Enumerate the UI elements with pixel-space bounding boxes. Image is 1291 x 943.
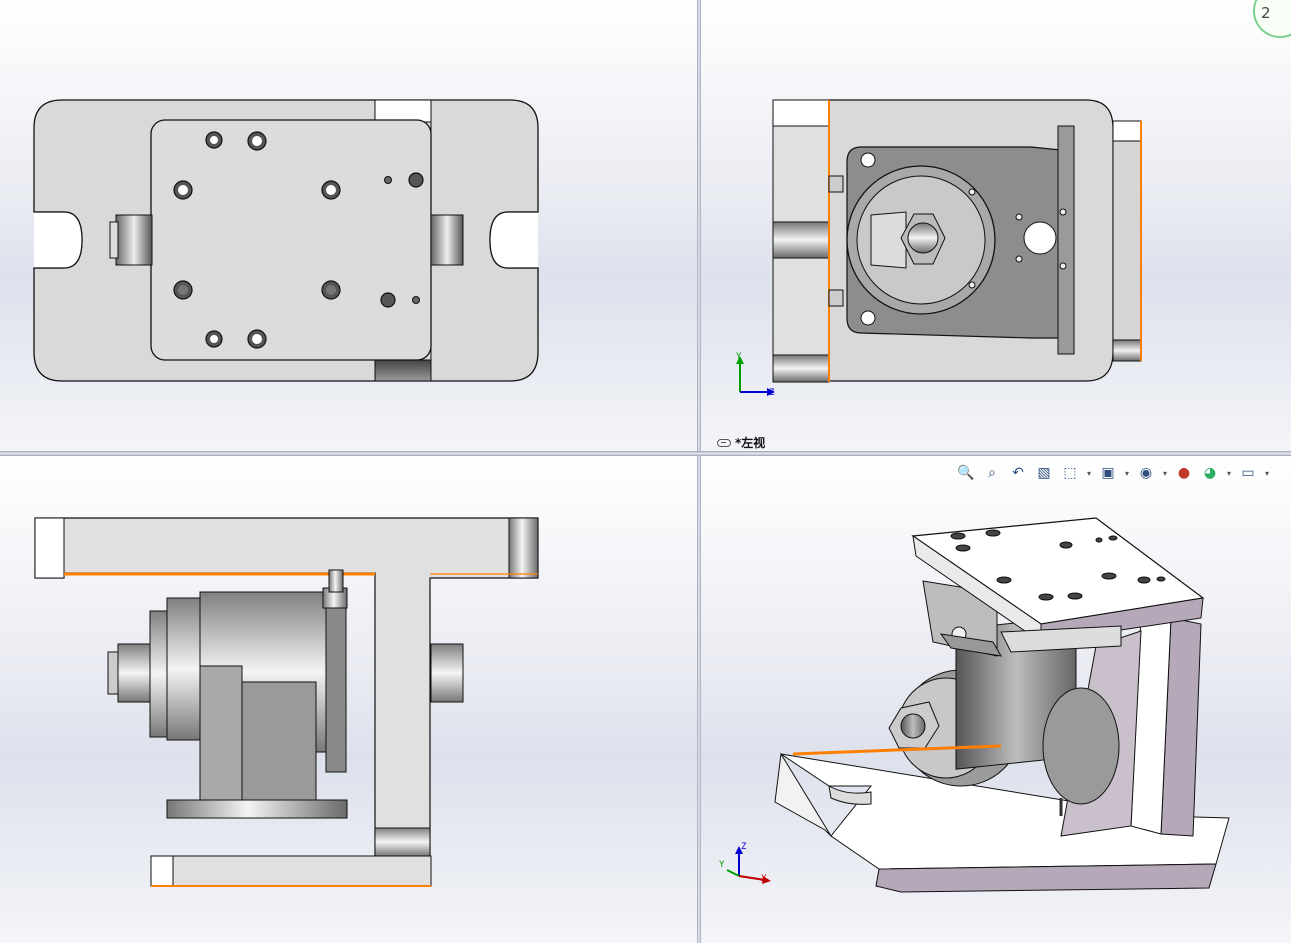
left-view-model xyxy=(772,99,1142,383)
hide-show-dropdown-icon[interactable]: ▾ xyxy=(1162,468,1167,478)
triad-z-label: Z xyxy=(769,388,775,398)
isometric-model xyxy=(774,517,1230,893)
view-orientation-dropdown-icon[interactable]: ▾ xyxy=(1086,468,1091,478)
view-name-text: *左视 xyxy=(735,436,766,450)
top-view-model xyxy=(33,99,539,382)
view-name-label[interactable]: *左视 xyxy=(717,434,765,451)
view-orientation-icon[interactable]: ⬚ xyxy=(1063,465,1077,481)
edit-appearance-icon[interactable]: ● xyxy=(1177,465,1191,481)
viewport-left-view[interactable]: Y Z *左视 2 xyxy=(701,0,1291,451)
viewport-front-view[interactable] xyxy=(0,456,697,943)
triad-iso-y-label: Y xyxy=(719,860,725,870)
apply-scene-icon[interactable]: ◕ xyxy=(1203,465,1217,481)
display-style-dropdown-icon[interactable]: ▾ xyxy=(1124,468,1129,478)
view-settings-icon[interactable]: ▭ xyxy=(1241,465,1255,481)
zoom-to-area-icon[interactable]: ⌕ xyxy=(988,465,996,481)
viewport-isometric-view[interactable]: 🔍 ⌕ ↶ ▧ ⬚ ▾ ▣ ▾ ◉ ▾ ● ◕ ▾ ▭ ▾ xyxy=(701,456,1291,943)
front-view-model xyxy=(34,517,539,887)
coordinate-triad-iso xyxy=(726,846,771,884)
zoom-to-fit-icon[interactable]: 🔍 xyxy=(957,465,975,481)
apply-scene-dropdown-icon[interactable]: ▾ xyxy=(1226,468,1231,478)
triad-iso-x-label: X xyxy=(761,874,767,884)
section-view-icon[interactable]: ▧ xyxy=(1037,465,1051,481)
hide-show-items-icon[interactable]: ◉ xyxy=(1139,465,1153,481)
view-settings-dropdown-icon[interactable]: ▾ xyxy=(1264,468,1269,478)
heads-up-view-toolbar: 🔍 ⌕ ↶ ▧ ⬚ ▾ ▣ ▾ ◉ ▾ ● ◕ ▾ ▭ ▾ xyxy=(955,462,1271,484)
display-style-icon[interactable]: ▣ xyxy=(1101,465,1115,481)
corner-widget-text: 2 xyxy=(1261,4,1271,22)
triad-y-label: Y xyxy=(736,352,742,362)
coordinate-triad xyxy=(736,356,775,396)
previous-view-icon[interactable]: ↶ xyxy=(1012,465,1024,481)
link-view-icon[interactable] xyxy=(717,438,731,447)
viewport-divider-horizontal[interactable] xyxy=(0,451,1291,456)
viewport-top-view[interactable] xyxy=(0,0,697,451)
viewport-divider-vertical[interactable] xyxy=(697,0,701,943)
triad-iso-z-label: Z xyxy=(741,842,747,852)
